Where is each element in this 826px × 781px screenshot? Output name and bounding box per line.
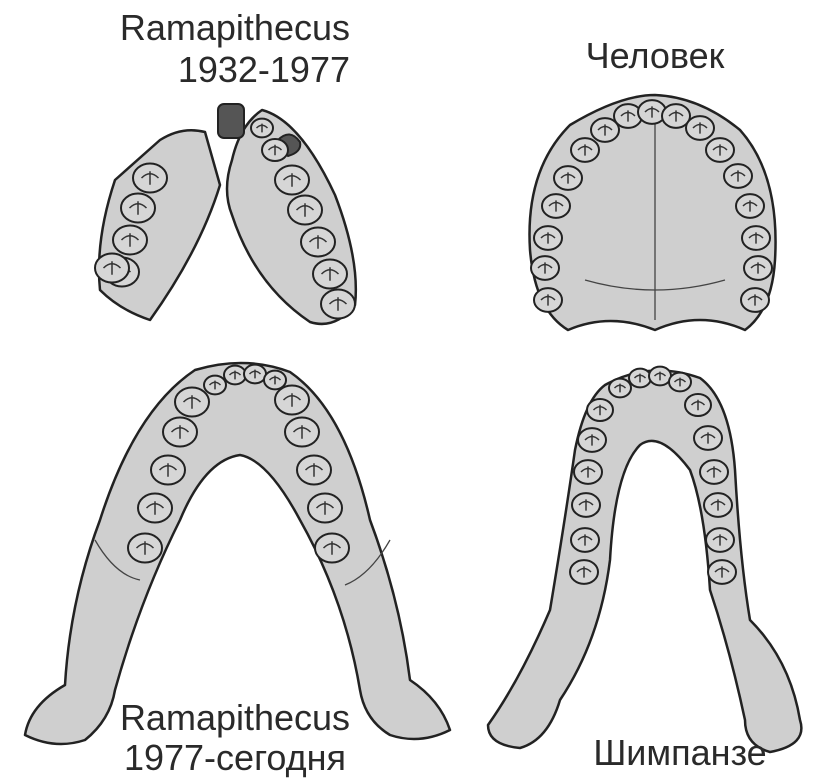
human-upper-jaw [530,95,776,330]
label-human: Человек [540,36,770,76]
ramapithecus-old-right-fragment [218,104,356,324]
label-ramapithecus-new-name: Ramapithecus [85,698,385,738]
label-ramapithecus-old-years: 1932-1977 [60,50,350,90]
label-chimpanzee: Шимпанзе [535,733,825,773]
label-ramapithecus-old-name: Ramapithecus [60,8,350,48]
label-ramapithecus-new-years: 1977-сегодня [85,738,385,778]
chimpanzee-lower-jaw [488,367,801,752]
ramapithecus-new-lower-jaw [25,363,450,744]
ramapithecus-old-left-fragment [95,130,220,320]
